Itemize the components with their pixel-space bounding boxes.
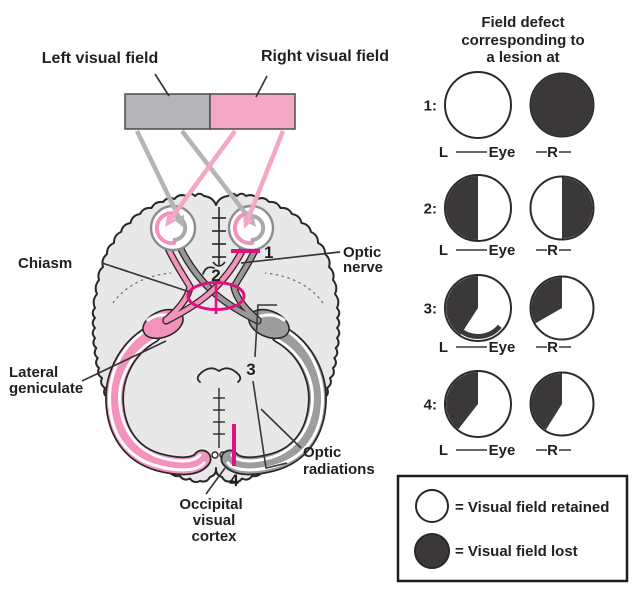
svg-text:cortex: cortex <box>191 528 237 545</box>
visual-field-bar <box>124 93 296 130</box>
axis-label-R: R <box>547 339 558 356</box>
lateral-geniculate-label: Lateral geniculate <box>9 364 83 397</box>
axis-label-R: R <box>547 442 558 459</box>
pink-field-arrows <box>165 129 286 229</box>
field-loss-full <box>530 73 594 137</box>
svg-text:visual: visual <box>193 512 236 529</box>
optic-nerve-leader <box>240 251 341 264</box>
occipital-leader <box>205 467 226 495</box>
field-loss-wedge <box>562 177 593 239</box>
legend-retained-label: = Visual field retained <box>455 499 609 516</box>
svg-text:nerve: nerve <box>343 259 383 276</box>
field-defect-row: 1: L Eye R <box>424 71 595 161</box>
field-loss-wedge <box>446 176 478 240</box>
field-defect-row: 2: L Eye R <box>424 174 595 259</box>
retained-circle-icon <box>415 489 449 523</box>
row-label: 1: <box>424 98 437 115</box>
right-visual-field-swatch <box>209 93 296 130</box>
legend-lost-label: = Visual field lost <box>455 543 578 560</box>
lesion-1-label: 1 <box>264 243 273 262</box>
left-visual-field-label: Left visual field <box>42 50 158 67</box>
midline-fissure-top <box>212 207 226 267</box>
chiasm-label: Chiasm <box>18 255 72 272</box>
field-defect-panel: Field defect corresponding to a lesion a… <box>424 14 595 459</box>
left-field-leader <box>154 73 170 97</box>
axis-label-L: L <box>439 242 448 259</box>
field-loss-rim-arc <box>458 324 502 339</box>
row-label: 3: <box>424 301 437 318</box>
left-eye <box>149 204 197 252</box>
frontal-dashed-arc-left <box>112 272 172 304</box>
frontal-dashed-arc-right <box>264 272 324 304</box>
lesion-3-label: 3 <box>246 360 255 379</box>
lesion-3-bracket-top <box>254 304 277 358</box>
axis-label-L: L <box>439 442 448 459</box>
legend-box: = Visual field retained = Visual field l… <box>396 474 629 583</box>
optic-radiations-right-band <box>220 324 327 476</box>
axis-label-R: R <box>547 242 558 259</box>
optic-radiations-leader <box>260 408 302 449</box>
gray-field-arrows <box>134 129 256 228</box>
axis-label-eye: Eye <box>489 242 516 259</box>
panel-title-line2: corresponding to <box>461 32 584 49</box>
field-loss-wedge <box>531 373 562 430</box>
panel-title-line1: Field defect <box>481 14 564 31</box>
axis-label-eye: Eye <box>489 339 516 356</box>
svg-text:Optic: Optic <box>343 244 381 261</box>
svg-text:Occipital: Occipital <box>179 496 242 513</box>
brain-outline <box>91 192 341 484</box>
occipital-cortex-label: Occipital visual cortex <box>179 496 242 545</box>
axis-label-L: L <box>439 339 448 356</box>
chiasm-ring <box>186 281 246 314</box>
field-projection-arrows <box>134 129 286 229</box>
panel-title-line3: a lesion at <box>486 49 559 66</box>
optic-nerve-strands <box>162 242 262 325</box>
axis-label-eye: Eye <box>489 442 516 459</box>
lesion-4-label: 4 <box>229 471 239 490</box>
svg-text:Optic: Optic <box>303 444 341 461</box>
field-loss-wedge <box>446 372 478 430</box>
optic-nerve-label: Optic nerve <box>343 244 383 276</box>
optic-radiations-left-band <box>105 324 212 476</box>
right-visual-field-label: Right visual field <box>261 48 389 65</box>
left-eye-field <box>444 71 512 139</box>
row-label: 4: <box>424 397 437 414</box>
axis-label-L: L <box>439 144 448 161</box>
svg-text:Lateral: Lateral <box>9 364 58 381</box>
axis-label-R: R <box>547 144 558 161</box>
field-defect-row: 4: L Eye R <box>424 370 595 459</box>
chiasm-leader <box>101 262 191 293</box>
lesion-3-bracket-bottom <box>252 380 288 469</box>
right-field-leader <box>255 75 268 98</box>
optic-radiations-label: Optic radiations <box>303 444 375 478</box>
lateral-geniculate-leader <box>81 340 167 382</box>
lesion-2-label: 2 <box>211 266 220 285</box>
midbrain-curves <box>196 367 242 383</box>
axis-label-eye: Eye <box>489 144 516 161</box>
svg-text:geniculate: geniculate <box>9 380 83 397</box>
field-loss-rim-arc <box>543 331 583 341</box>
lesion-2-squiggle <box>202 266 215 275</box>
lost-circle-icon <box>414 533 450 569</box>
row-label: 2: <box>424 201 437 218</box>
left-visual-field-swatch <box>124 93 211 130</box>
field-defect-row: 3: L Eye R <box>424 274 595 356</box>
field-loss-wedge <box>446 276 478 335</box>
svg-text:radiations: radiations <box>303 461 375 478</box>
field-loss-wedge <box>531 277 562 324</box>
